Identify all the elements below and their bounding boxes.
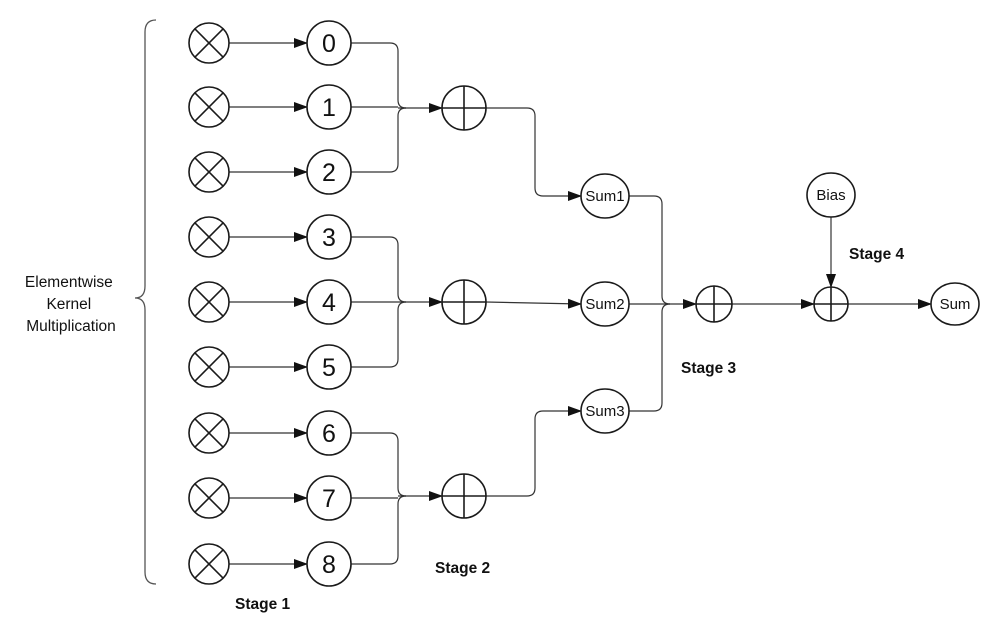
edge-sum3-to-merge	[629, 303, 671, 412]
bias-node-label: Bias	[816, 187, 845, 204]
kernel-node-label-1: 1	[322, 94, 336, 122]
sum-node-2-label: Sum2	[585, 296, 624, 313]
kernel-node-label-5: 5	[322, 354, 336, 382]
kernel-node-3: 3	[306, 214, 352, 260]
sum-node-1: Sum1	[580, 173, 630, 219]
adder-nodes	[441, 85, 849, 519]
stage-2-label: Stage 2	[435, 560, 490, 577]
kernel-node-label-8: 8	[322, 551, 336, 579]
multiply-node-4	[188, 281, 230, 323]
edge-sum1-to-merge	[629, 195, 671, 305]
stage-3-label: Stage 3	[681, 360, 737, 377]
edge-kernel-bottom-to-adder-0	[351, 107, 407, 173]
adder-node-1	[441, 85, 487, 131]
sum-node-1-label: Sum1	[585, 188, 624, 205]
multiply-node-0	[188, 22, 230, 64]
kernel-node-label-0: 0	[322, 30, 336, 58]
side-label: Elementwise Kernel Multiplication	[25, 274, 117, 335]
edge-adder-3-to-sum3	[486, 406, 582, 497]
kernel-node-2: 2	[306, 149, 352, 195]
stage-3-adder-node	[695, 285, 733, 323]
bias-node: Bias	[806, 172, 856, 218]
edge-kernel-top-to-adder-0	[351, 42, 407, 109]
sum-node-3-label: Sum3	[585, 403, 624, 420]
grouping-brace	[134, 19, 157, 585]
edge-kernel-bottom-to-adder-1	[351, 301, 407, 368]
kernel-node-4: 4	[306, 279, 352, 325]
kernel-node-label-3: 3	[322, 224, 336, 252]
kernel-nodes: 0 1 2 3 4 5 6 7 8	[306, 20, 352, 587]
edge-kernel-bottom-to-adder-2	[351, 495, 407, 565]
kernel-node-7: 7	[306, 475, 352, 521]
multiply-node-8	[188, 543, 230, 585]
adder-node-2	[441, 279, 487, 325]
kernel-node-label-4: 4	[322, 289, 336, 317]
kernel-node-5: 5	[306, 344, 352, 390]
output-sum-node: Sum	[930, 282, 980, 326]
stage-1-label: Stage 1	[235, 596, 291, 613]
stage-4-label: Stage 4	[849, 246, 905, 263]
multiply-node-5	[188, 346, 230, 388]
side-label-line-3: Multiplication	[26, 318, 116, 335]
kernel-node-label-2: 2	[322, 159, 336, 187]
edge-adder-1-to-sum1	[486, 107, 582, 201]
stage-4-adder-node	[813, 286, 849, 322]
multiply-node-2	[188, 151, 230, 193]
multiply-node-3	[188, 216, 230, 258]
multiplication-nodes	[188, 22, 230, 585]
sum-node-2: Sum2	[580, 281, 630, 327]
kernel-node-6: 6	[306, 410, 352, 456]
output-sum-node-label: Sum	[940, 296, 971, 313]
multiply-node-7	[188, 477, 230, 519]
kernel-node-1: 1	[306, 84, 352, 130]
edge-kernel-top-to-adder-2	[351, 432, 407, 497]
kernel-node-8: 8	[306, 541, 352, 587]
side-label-line-2: Kernel	[46, 296, 91, 313]
kernel-node-0: 0	[306, 20, 352, 66]
edge-adder-2-to-sum2	[485, 298, 582, 309]
side-label-line-1: Elementwise	[25, 274, 113, 291]
multiply-node-6	[188, 412, 230, 454]
kernel-node-label-7: 7	[322, 485, 336, 513]
multiply-node-1	[188, 86, 230, 128]
edges	[229, 38, 932, 569]
sum-node-3: Sum3	[580, 388, 630, 434]
edge-kernel-top-to-adder-1	[351, 236, 407, 303]
adder-node-3	[441, 473, 487, 519]
kernel-node-label-6: 6	[322, 420, 336, 448]
